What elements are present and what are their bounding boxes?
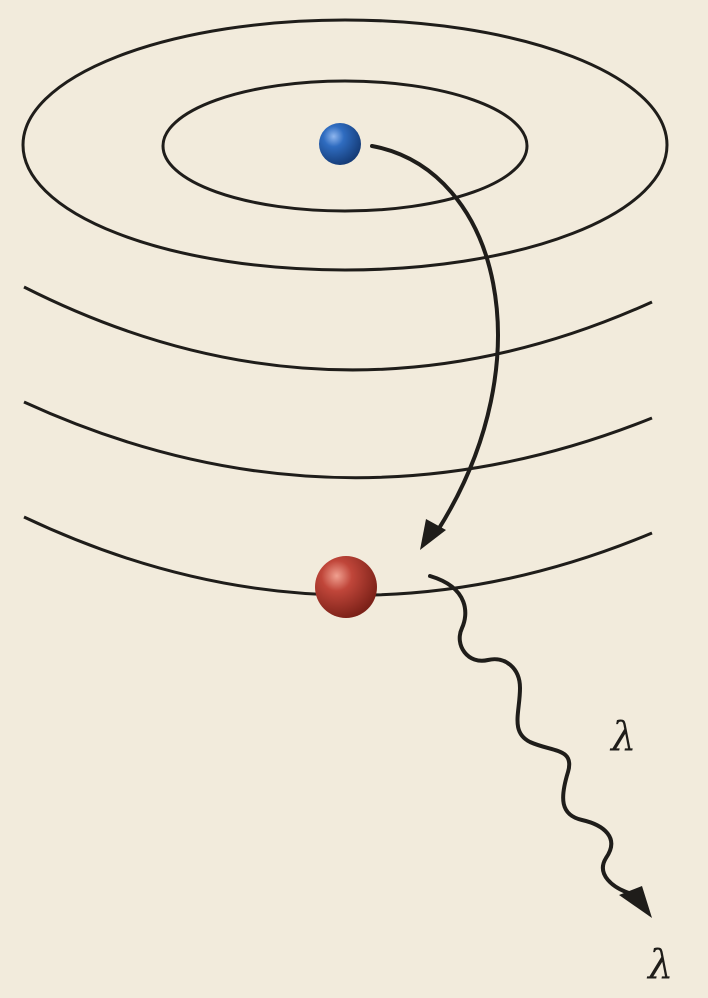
transition-arrow (370, 144, 500, 532)
inner-orbit (161, 79, 529, 213)
emission-wave (428, 574, 634, 896)
energy-arc-2 (23, 400, 653, 480)
lower-particle (315, 556, 377, 618)
outer-orbit (21, 18, 669, 272)
emission-arrowhead (619, 886, 652, 918)
transition-arrowhead (420, 519, 446, 550)
upper-particle (319, 123, 361, 165)
energy-arc-1 (23, 285, 653, 372)
wave-label-1: λ (609, 714, 636, 760)
wave-label-2: λ (646, 942, 673, 988)
